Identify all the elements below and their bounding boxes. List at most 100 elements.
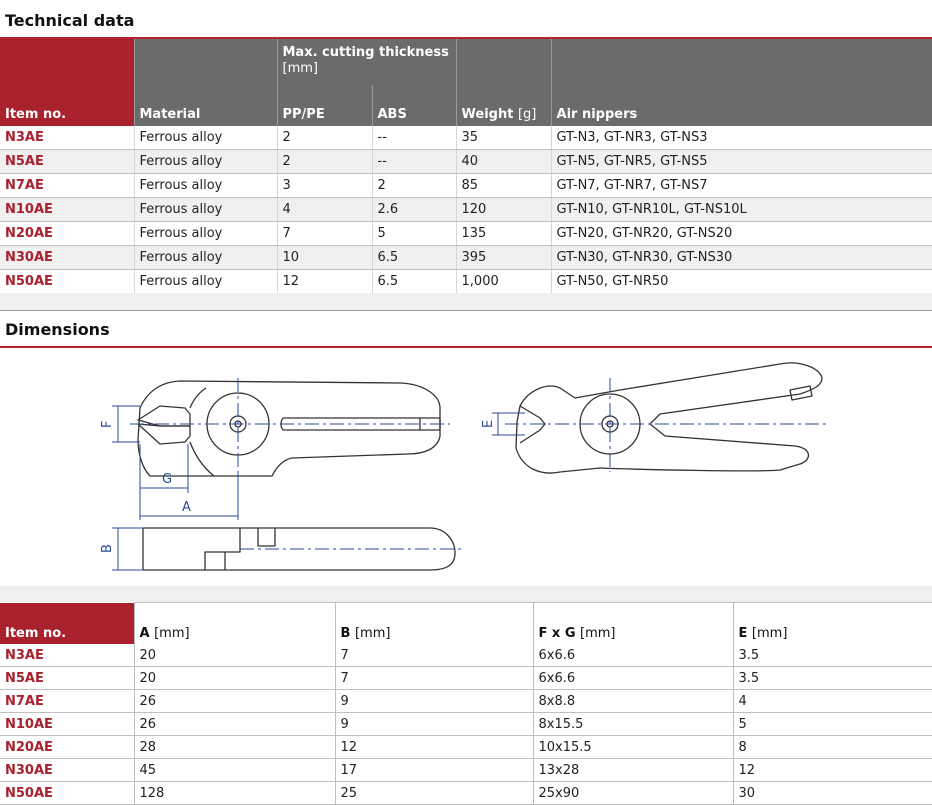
material: Ferrous alloy (133, 269, 277, 293)
abs-thickness: 2 (371, 173, 457, 198)
material: Ferrous alloy (133, 126, 277, 150)
dim-e: 3.5 (732, 666, 932, 690)
dim-fg: 10x15.5 (532, 735, 733, 759)
pp-thickness: 12 (276, 269, 372, 293)
pp-thickness: 2 (276, 126, 372, 150)
table-row: N10AE 26 9 8x15.5 5 (0, 712, 932, 736)
dim-a: 20 (133, 666, 335, 690)
material: Ferrous alloy (133, 221, 277, 246)
dim-label-g: G (162, 472, 172, 487)
pp-thickness: 7 (276, 221, 372, 246)
dim-b: 9 (334, 689, 533, 713)
col-header-thickness: Max. cutting thickness[mm] (276, 39, 457, 85)
dim-label-a: A (182, 500, 191, 515)
dim-e: 3.5 (732, 644, 932, 667)
item-no: N10AE (0, 712, 134, 736)
weight: 1,000 (455, 269, 552, 293)
dim-e: 5 (732, 712, 932, 736)
table-row: N5AE Ferrous alloy 2 -- 40 GT-N5, GT-NR5… (0, 149, 932, 174)
dim-a: 26 (133, 689, 335, 713)
item-no: N5AE (0, 149, 134, 174)
weight: 40 (455, 149, 552, 174)
table-row: N50AE 128 25 25x90 30 (0, 781, 932, 805)
dimension-drawing: F G A E B (0, 348, 932, 586)
abs-thickness: 2.6 (371, 197, 457, 222)
item-no: N20AE (0, 735, 134, 759)
dim-label-f: F (100, 421, 115, 428)
material: Ferrous alloy (133, 197, 277, 222)
blade-side-view-outline (142, 527, 456, 571)
blade-top-view-outline (137, 380, 441, 477)
col-header-b: B [mm] (334, 602, 533, 644)
air-nippers: GT-N7, GT-NR7, GT-NS7 (550, 173, 932, 198)
pp-thickness: 10 (276, 245, 372, 270)
item-no: N50AE (0, 781, 134, 805)
col-header-e: E [mm] (732, 602, 932, 644)
dim-label-b: B (100, 544, 115, 553)
air-nippers: GT-N50, GT-NR50 (550, 269, 932, 293)
col-header-a: A [mm] (133, 602, 335, 644)
abs-thickness: 6.5 (371, 245, 457, 270)
material: Ferrous alloy (133, 245, 277, 270)
col-header-item: Item no. (0, 39, 134, 126)
dim-a: 45 (133, 758, 335, 782)
blade-open-view-outline (515, 362, 823, 474)
table-row: N3AE Ferrous alloy 2 -- 35 GT-N3, GT-NR3… (0, 126, 932, 150)
blade-jaw-lower (137, 423, 191, 445)
table-row: N20AE Ferrous alloy 7 5 135 GT-N20, GT-N… (0, 221, 932, 246)
blade-jaw-upper (137, 405, 191, 427)
technical-data-title: Technical data (5, 11, 135, 30)
air-nippers: GT-N10, GT-NR10L, GT-NS10L (550, 197, 932, 222)
col-header-item: Item no. (0, 602, 134, 644)
item-no: N5AE (0, 666, 134, 690)
dim-a: 20 (133, 644, 335, 667)
weight: 395 (455, 245, 552, 270)
air-nippers: GT-N3, GT-NR3, GT-NS3 (550, 126, 932, 150)
table-row: N3AE 20 7 6x6.6 3.5 (0, 644, 932, 667)
item-no: N3AE (0, 126, 134, 150)
air-nippers: GT-N30, GT-NR30, GT-NS30 (550, 245, 932, 270)
dim-b: 17 (334, 758, 533, 782)
col-header-nippers: Air nippers (550, 39, 932, 126)
air-nippers: GT-N20, GT-NR20, GT-NS20 (550, 221, 932, 246)
dim-e: 12 (732, 758, 932, 782)
dim-a: 128 (133, 781, 335, 805)
col-header-abs: ABS (371, 85, 457, 126)
item-no: N3AE (0, 644, 134, 667)
material: Ferrous alloy (133, 173, 277, 198)
item-no: N30AE (0, 758, 134, 782)
dim-fg: 6x6.6 (532, 666, 733, 690)
dim-fg: 8x15.5 (532, 712, 733, 736)
dim-b: 7 (334, 666, 533, 690)
material: Ferrous alloy (133, 149, 277, 174)
weight: 85 (455, 173, 552, 198)
col-header-weight: Weight [g] (455, 39, 552, 126)
table-spacer (0, 293, 932, 311)
dim-b: 25 (334, 781, 533, 805)
dim-fg: 25x90 (532, 781, 733, 805)
dim-label-e: E (481, 420, 496, 428)
pp-thickness: 4 (276, 197, 372, 222)
table-row: N30AE Ferrous alloy 10 6.5 395 GT-N30, G… (0, 245, 932, 270)
table-row: N10AE Ferrous alloy 4 2.6 120 GT-N10, GT… (0, 197, 932, 222)
table-row: N30AE 45 17 13x28 12 (0, 758, 932, 782)
table-row: N7AE Ferrous alloy 3 2 85 GT-N7, GT-NR7,… (0, 173, 932, 198)
item-no: N7AE (0, 689, 134, 713)
dim-fg: 6x6.6 (532, 644, 733, 667)
item-no: N10AE (0, 197, 134, 222)
table-row: N20AE 28 12 10x15.5 8 (0, 735, 932, 759)
col-header-material: Material (133, 39, 277, 126)
weight: 135 (455, 221, 552, 246)
dim-b: 12 (334, 735, 533, 759)
dim-e: 4 (732, 689, 932, 713)
blade-slot (280, 417, 441, 431)
col-header-pp: PP/PE (276, 85, 372, 126)
dim-fg: 8x8.8 (532, 689, 733, 713)
dim-a: 28 (133, 735, 335, 759)
dim-a: 26 (133, 712, 335, 736)
item-no: N30AE (0, 245, 134, 270)
item-no: N7AE (0, 173, 134, 198)
nipper-blade-drawing: F G A E B (100, 362, 830, 571)
technical-data-header: Technical data (0, 0, 932, 39)
table-spacer (0, 586, 932, 602)
